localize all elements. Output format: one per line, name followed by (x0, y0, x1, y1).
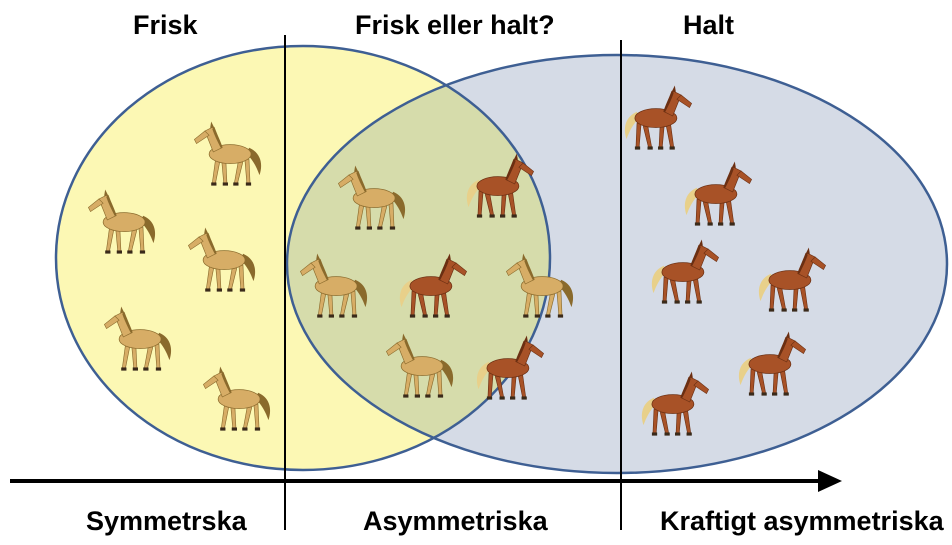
label-asymmetric: Asymmetriska (363, 508, 548, 535)
axis-arrowhead-icon (818, 470, 842, 492)
label-strongly-asymmetric: Kraftigt asymmetriska (660, 508, 944, 535)
label-healthy-or-lame: Frisk eller halt? (355, 12, 555, 39)
label-healthy: Frisk (133, 12, 198, 39)
label-symmetric: Symmetrska (86, 508, 247, 535)
label-lame: Halt (683, 12, 734, 39)
